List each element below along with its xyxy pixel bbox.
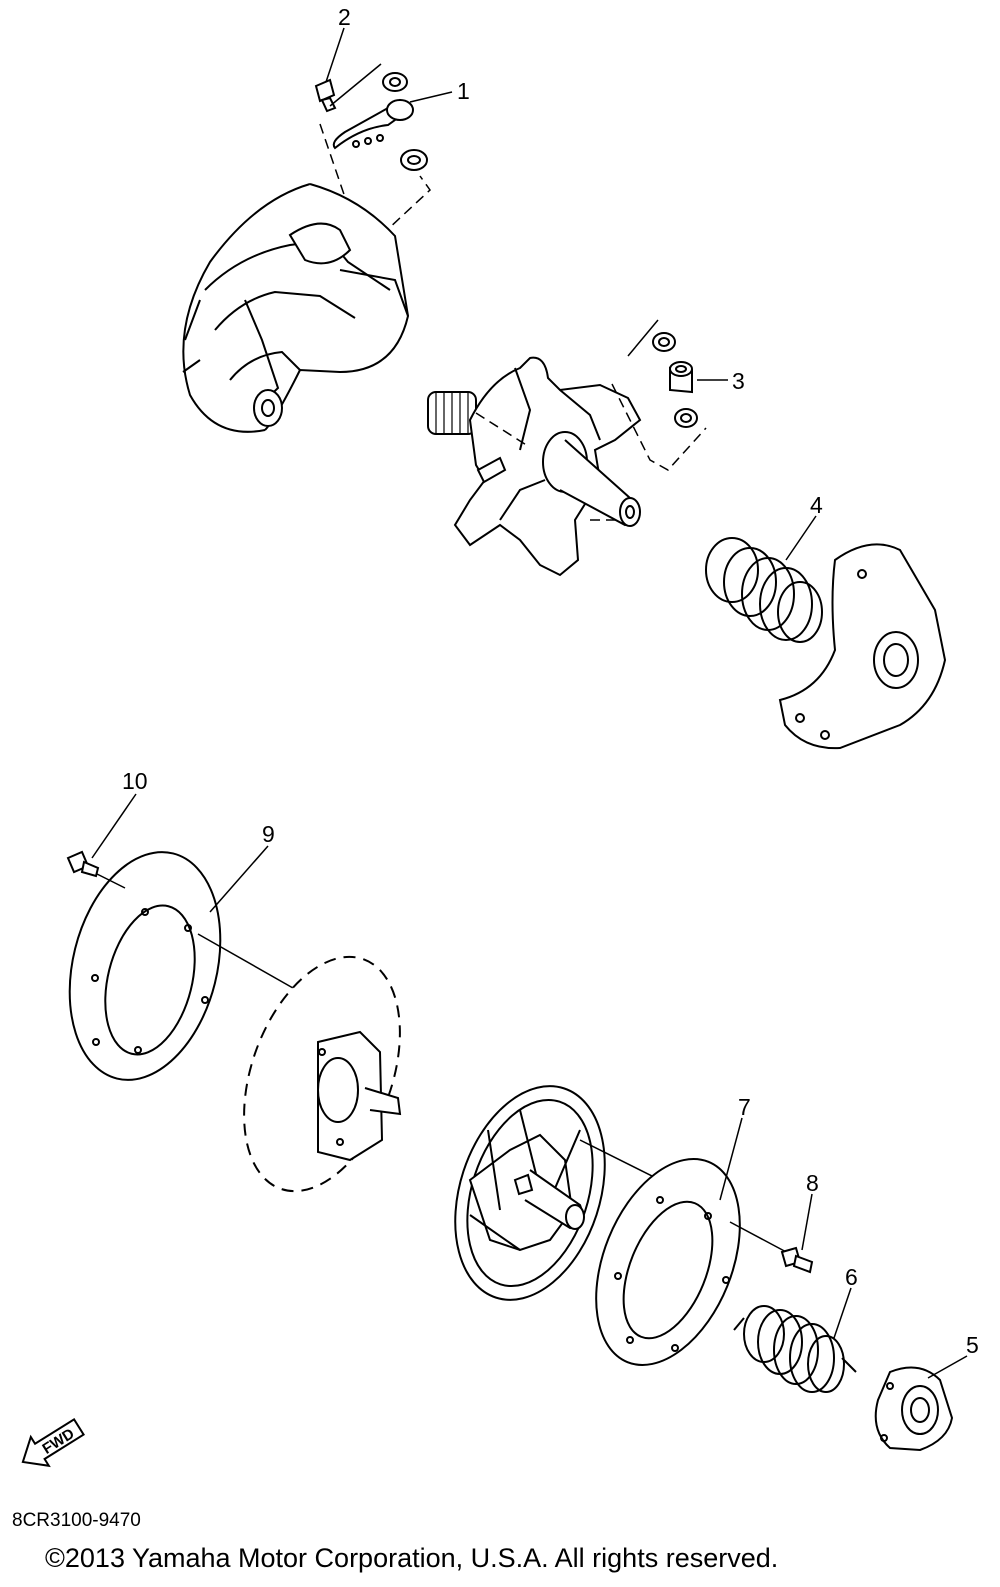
callout-3: 3 [732, 368, 745, 394]
callout-2: 2 [338, 4, 351, 30]
spider-shaft-assembly [428, 358, 640, 575]
part-2-bolt [316, 80, 335, 111]
fwd-arrow-icon: FWD [14, 1413, 88, 1477]
callout-9: 9 [262, 821, 275, 847]
part-7-washer-plate [568, 1138, 790, 1386]
part-10-bolt [68, 852, 98, 876]
cam-cover [780, 544, 945, 748]
movable-sheave [183, 184, 408, 432]
part-1-weight-arm [320, 64, 430, 244]
copyright-notice: ©2013 Yamaha Motor Corporation, U.S.A. A… [45, 1543, 779, 1573]
callout-1: 1 [457, 78, 470, 104]
part-9-washer-plate [47, 836, 300, 1096]
callout-leaders [92, 28, 967, 1378]
callout-5: 5 [966, 1332, 979, 1358]
part-6-spring [734, 1306, 856, 1392]
callout-10: 10 [122, 768, 148, 794]
diagram-code: 8CR3100-9470 [12, 1510, 141, 1531]
part-8-bolt [782, 1248, 812, 1272]
part-5-spring-seat [876, 1368, 952, 1451]
part-4-spring [706, 538, 822, 642]
fixed-sheave [214, 935, 429, 1212]
callout-4: 4 [810, 492, 823, 518]
part-3-rollers [612, 320, 706, 470]
callout-7: 7 [738, 1094, 751, 1120]
callout-8: 8 [806, 1170, 819, 1196]
secondary-sheave [429, 1067, 720, 1319]
callout-6: 6 [845, 1264, 858, 1290]
